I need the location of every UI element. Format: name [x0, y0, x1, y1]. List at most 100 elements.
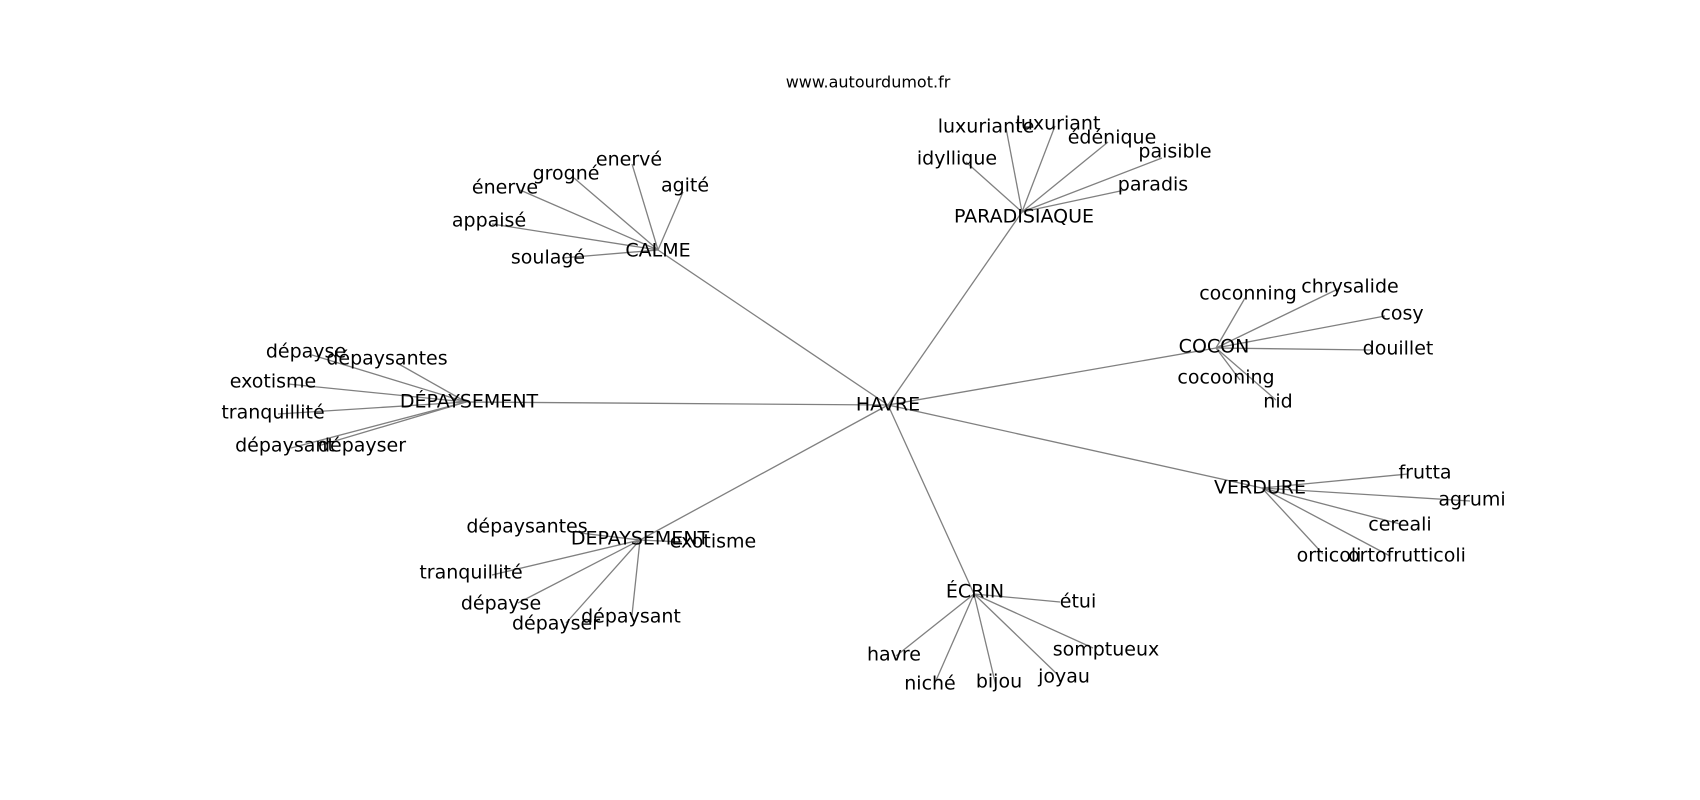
group-node-label-calme: CALME [625, 240, 690, 262]
leaf-node-label-verdure-cereali: cereali [1368, 514, 1431, 536]
group-node-label-depaysement: DEPAYSEMENT [571, 528, 710, 550]
leaf-node-label-ecrin-bijou: bijou [976, 671, 1022, 693]
edge-depaysement-to-depayser [565, 539, 641, 624]
edges-layer [277, 125, 1471, 687]
edge-verdure-to-cereali [1261, 487, 1401, 525]
edge-depaysement-to-tranquillite [277, 401, 467, 415]
edge-cocon-to-chrysalide [1215, 287, 1341, 349]
leaf-node-label-calme-grogne: grogné [533, 163, 600, 185]
edge-paradisiaque-to-luxuriant [1021, 125, 1056, 213]
leaf-node-label-paradisiaque-idyllique: idyllique [917, 148, 997, 170]
edge-depaysement-to-depaysant [290, 401, 467, 449]
edge-paradisiaque-to-paisible [1021, 157, 1163, 213]
edge-root-to-depaysement [639, 404, 889, 541]
edge-cocon-to-douillet [1215, 347, 1373, 351]
edge-calme-to-agite [657, 191, 684, 251]
leaf-node-label-cocon-cocooning: cocooning [1177, 367, 1274, 389]
edge-calme-to-grogne [573, 177, 659, 251]
edge-depaysement-to-depayse [517, 539, 641, 604]
leaf-node-label-calme-agite: agité [661, 175, 709, 197]
edge-cocon-to-cocooning [1215, 347, 1241, 381]
edge-root-to-paradisiaque [887, 211, 1023, 406]
leaf-node-label-depaysement-depayse: dépayse [461, 593, 541, 615]
leaf-node-label-verdure-frutta: frutta [1398, 462, 1451, 484]
leaf-node-label-depaysement-depaysantes: dépaysantes [326, 348, 447, 370]
edge-paradisiaque-to-idyllique [965, 161, 1023, 213]
leaf-node-label-depaysement-depayser: dépayser [318, 435, 406, 457]
edge-paradisiaque-to-paradis [1021, 189, 1126, 213]
group-node-label-verdure: VERDURE [1214, 477, 1306, 499]
leaf-node-label-depaysement-depaysant: dépaysant [581, 606, 681, 628]
leaf-node-label-calme-soulage: soulagé [511, 247, 585, 269]
leaf-node-label-cocon-cosy: cosy [1380, 303, 1423, 325]
edge-paradisiaque-to-edenique [1021, 141, 1109, 213]
edge-calme-to-appaise [491, 223, 659, 251]
leaf-node-label-depaysement-tranquillite: tranquillité [419, 562, 522, 584]
edge-cocon-to-nid [1215, 347, 1277, 401]
edge-verdure-to-agrumi [1261, 487, 1471, 502]
edge-root-to-depaysement [465, 401, 889, 406]
leaf-node-label-calme-enerve: enervé [596, 149, 662, 171]
edge-ecrin-to-etui [973, 593, 1061, 603]
leaf-node-label-cocon-chrysalide: chrysalide [1301, 276, 1398, 298]
edge-cocon-to-coconning [1215, 297, 1246, 349]
edge-depaysement-to-depayser [317, 401, 467, 447]
leaf-node-label-verdure-ortofrutticoli: ortofrutticoli [1348, 545, 1466, 567]
edge-root-to-verdure [887, 404, 1263, 489]
edge-paradisiaque-to-luxuriante [1005, 127, 1023, 213]
edge-calme-to-soulage [561, 249, 659, 259]
leaf-node-label-paradisiaque-paisible: paisible [1138, 141, 1211, 163]
group-node-label-ecrin: ÉCRIN [946, 580, 1004, 603]
edge-depaysement-to-exotisme [639, 539, 683, 543]
edge-root-to-ecrin [887, 404, 975, 595]
leaf-node-label-paradisiaque-edenique: édénique [1068, 127, 1157, 149]
leaf-node-label-ecrin-somptueux: somptueux [1053, 639, 1160, 661]
edge-root-to-cocon [887, 347, 1217, 406]
edge-verdure-to-orticoli [1261, 487, 1324, 555]
leaf-node-label-ecrin-joyau: joyau [1037, 666, 1090, 688]
leaf-node-label-verdure-orticoli: orticoli [1297, 545, 1362, 567]
edge-verdure-to-ortofrutticoli [1261, 487, 1391, 557]
root-node-label: HAVRE [856, 394, 920, 416]
edge-depaysement-to-depaysantes [396, 362, 467, 403]
edge-ecrin-to-bijou [973, 593, 997, 687]
edge-depaysement-to-depayse [311, 354, 467, 403]
edge-depaysement-to-depaysant [631, 539, 641, 616]
edge-depaysement-to-depaysantes [579, 532, 641, 541]
leaf-node-label-depaysement-depaysantes: dépaysantes [466, 516, 587, 538]
edge-calme-to-enerve [631, 163, 659, 251]
leaf-node-label-depaysement-exotisme: exotisme [670, 531, 756, 553]
leaf-node-label-paradisiaque-luxuriant: luxuriant [1016, 113, 1101, 135]
edge-ecrin-to-havre [895, 593, 975, 657]
edge-ecrin-to-somptueux [973, 593, 1094, 649]
leaf-node-label-depaysement-depaysant: dépaysant [235, 435, 335, 457]
leaf-node-label-ecrin-etui: étui [1060, 591, 1096, 613]
edge-ecrin-to-joyau [973, 593, 1059, 676]
edge-depaysement-to-exotisme [287, 383, 467, 403]
group-node-label-cocon: COCON [1179, 336, 1250, 358]
source-watermark: www.autourdumot.fr [786, 73, 951, 92]
leaf-node-label-depaysement-tranquillite: tranquillité [221, 402, 324, 424]
leaf-node-label-cocon-nid: nid [1263, 391, 1292, 413]
leaf-node-label-ecrin-niche: niché [904, 673, 956, 695]
edge-verdure-to-frutta [1261, 473, 1409, 489]
leaf-node-label-ecrin-havre: havre [867, 644, 921, 666]
leaf-node-label-cocon-douillet: douillet [1363, 338, 1434, 360]
leaf-node-label-cocon-coconning: coconning [1199, 283, 1297, 305]
edge-root-to-calme [657, 249, 889, 406]
leaf-node-label-depaysement-depayse: dépayse [266, 341, 346, 363]
leaf-node-label-paradisiaque-paradis: paradis [1118, 174, 1188, 196]
leaf-node-label-depaysement-depayser: dépayser [512, 613, 600, 635]
edge-cocon-to-cosy [1215, 315, 1386, 349]
group-node-label-depaysement: DÉPAYSEMENT [400, 390, 539, 413]
leaf-node-label-paradisiaque-luxuriante: luxuriante [938, 116, 1035, 138]
edge-depaysement-to-tranquillite [491, 539, 641, 576]
leaf-node-label-calme-enerve: énerve [472, 177, 538, 199]
leaf-node-label-verdure-agrumi: agrumi [1438, 489, 1505, 511]
edge-ecrin-to-niche [933, 593, 975, 686]
group-node-label-paradisiaque: PARADISIAQUE [954, 206, 1094, 228]
leaf-node-label-depaysement-exotisme: exotisme [230, 371, 316, 393]
leaf-node-label-calme-appaise: appaisé [452, 210, 526, 232]
